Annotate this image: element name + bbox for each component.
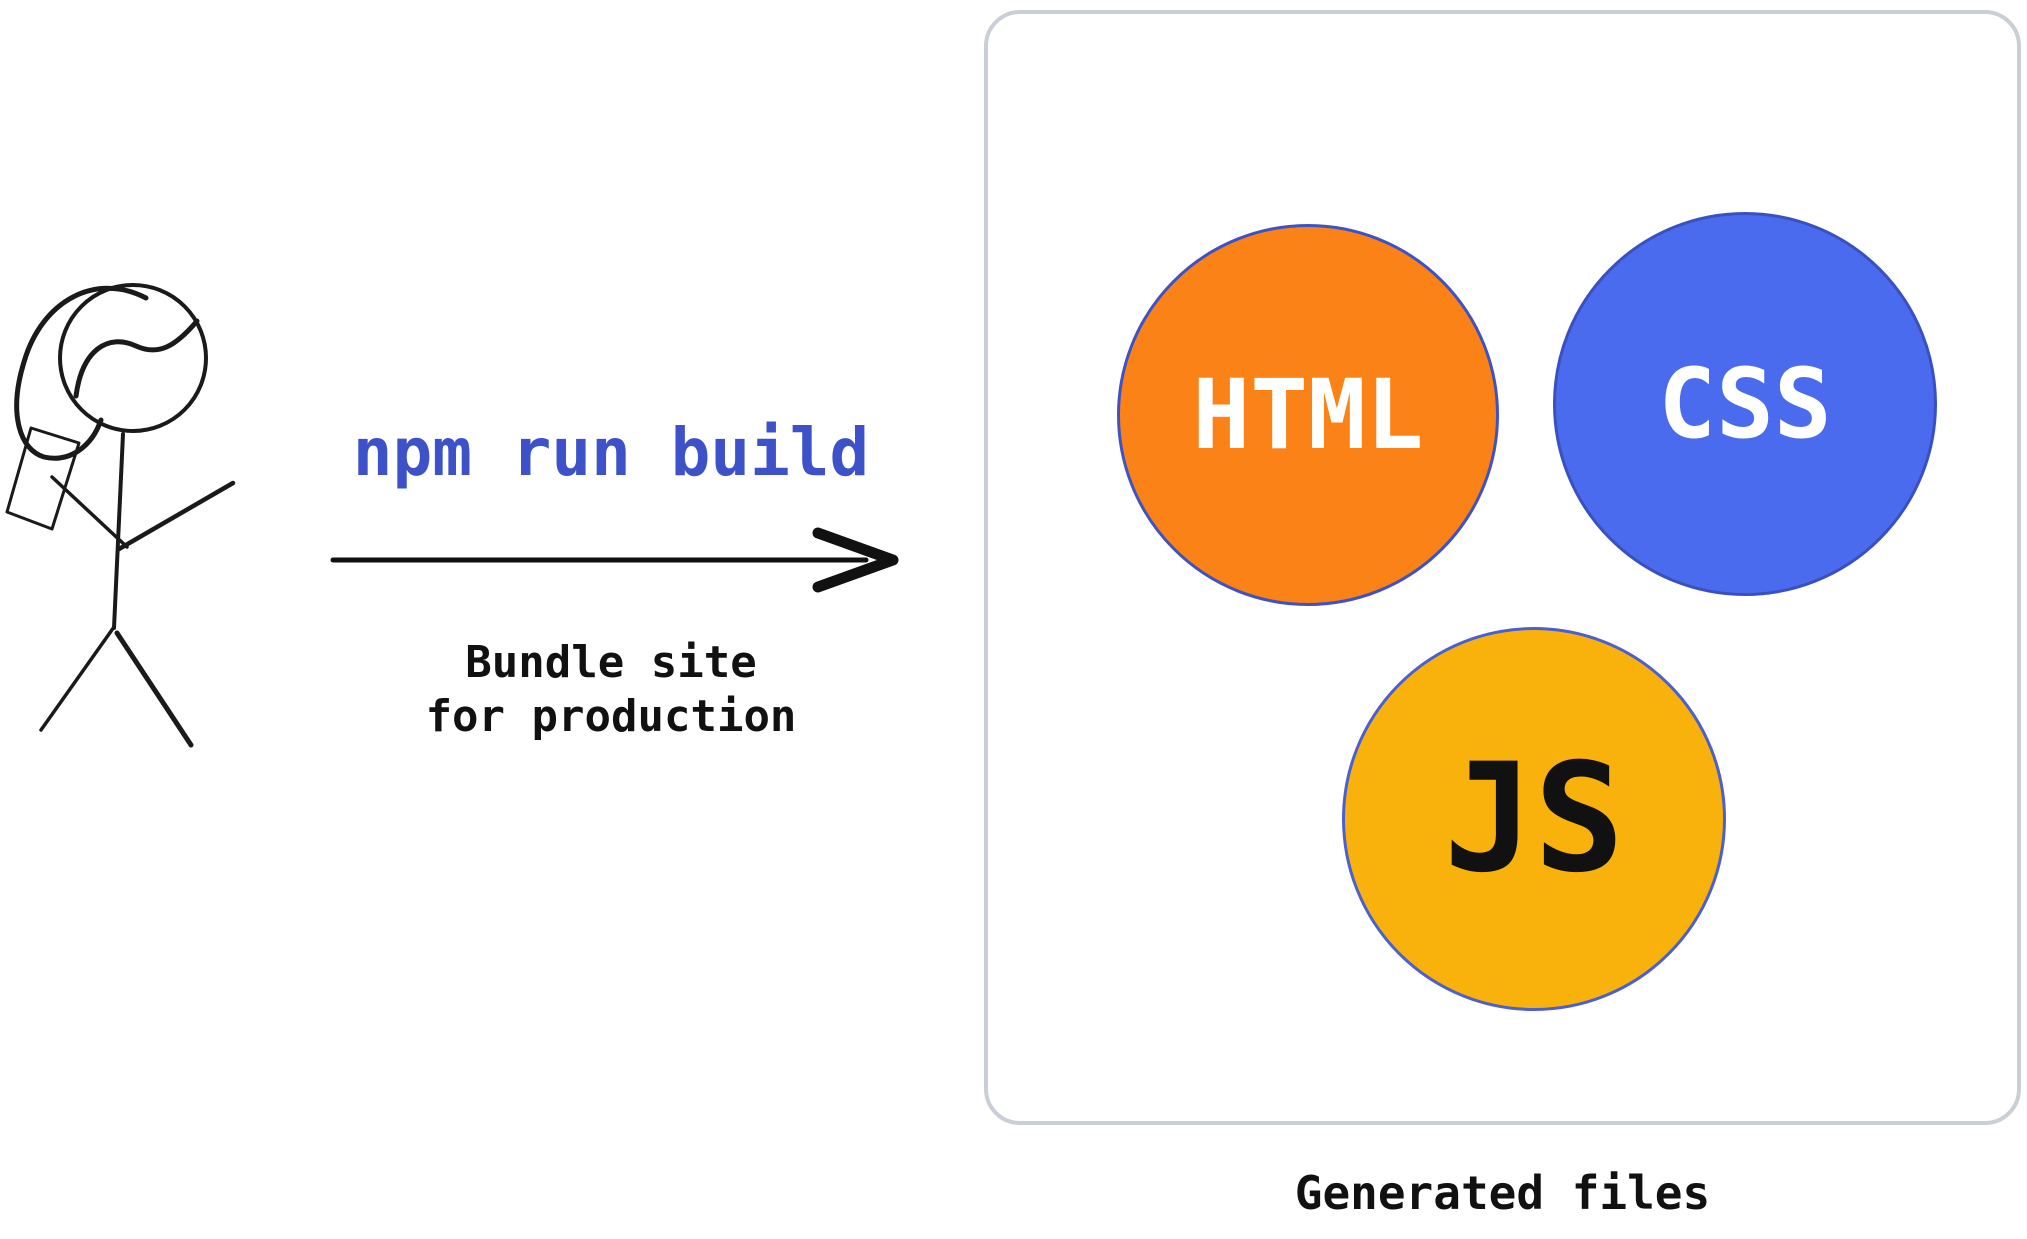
file-circle-html: HTML [1117,224,1499,606]
arrow-caption: Bundle site for production [331,636,891,743]
file-circle-html-label: HTML [1192,359,1424,471]
generated-files-label: Generated files [1294,1166,1711,1220]
arrow-caption-line2: for production [425,690,797,742]
file-circle-js: JS [1342,627,1726,1011]
file-circle-css: CSS [1553,212,1937,596]
generated-files-box: HTML CSS JS [984,10,2021,1125]
arrow-caption-line1: Bundle site [465,637,757,688]
arrow-icon [330,527,899,593]
command-text: npm run build [352,414,870,491]
person-icon [5,283,236,748]
file-circle-js-label: JS [1443,732,1625,906]
file-circle-css-label: CSS [1658,348,1832,460]
